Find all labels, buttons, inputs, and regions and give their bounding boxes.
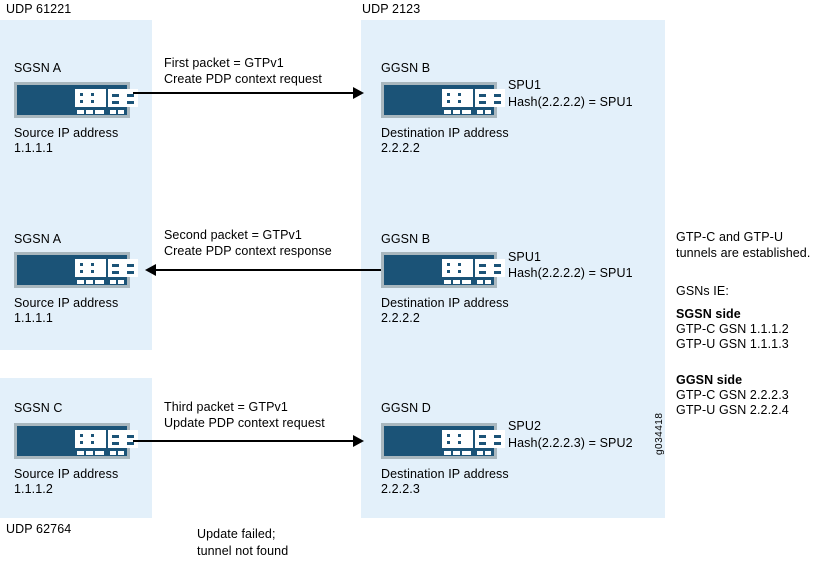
footer-note-line2: tunnel not found xyxy=(197,544,289,558)
node-label-sgsn-a-row2: SGSN A xyxy=(14,232,62,246)
hash-label-row2: Hash(2.2.2.2) = SPU1 xyxy=(508,266,633,280)
footer-note-line1: Update failed; xyxy=(197,527,276,541)
connector-arrowhead-row1 xyxy=(353,87,364,99)
device-icon-sgsn-a-row1 xyxy=(14,82,138,118)
ip-value-row3-left: 1.1.1.2 xyxy=(14,482,53,496)
sgsn-zone-panel-upper xyxy=(0,20,152,350)
side-note-ggsn-side-heading: GGSN side xyxy=(676,373,743,387)
node-label-sgsn-c-row3: SGSN C xyxy=(14,401,63,415)
port-label-left-top: UDP 61221 xyxy=(6,2,72,16)
ip-label-row3-right: Destination IP address xyxy=(381,467,509,481)
hash-label-row3: Hash(2.2.2.3) = SPU2 xyxy=(508,436,633,450)
device-icon-ggsn-b-row2 xyxy=(381,252,505,288)
device-icon-ggsn-d-row3 xyxy=(381,423,505,459)
ip-value-row1-left: 1.1.1.1 xyxy=(14,141,53,155)
port-label-left-bottom: UDP 62764 xyxy=(6,522,72,536)
ip-label-row3-left: Source IP address xyxy=(14,467,119,481)
side-note-tunnel-line1: GTP-C and GTP-U xyxy=(676,230,784,244)
connector-label-row2-line1: Second packet = GTPv1 xyxy=(164,228,302,242)
node-label-ggsn-b-row2: GGSN B xyxy=(381,232,431,246)
spu-label-row3: SPU2 xyxy=(508,419,542,433)
side-note-sgsn-gtpu: GTP-U GSN 1.1.1.3 xyxy=(676,337,789,351)
node-label-ggsn-d-row3: GGSN D xyxy=(381,401,431,415)
ip-label-row2-left: Source IP address xyxy=(14,296,119,310)
connector-label-row3-line2: Update PDP context request xyxy=(164,416,325,430)
connector-label-row1-line1: First packet = GTPv1 xyxy=(164,56,284,70)
ip-value-row2-left: 1.1.1.1 xyxy=(14,311,53,325)
connector-line-row2 xyxy=(156,269,381,271)
ip-label-row1-left: Source IP address xyxy=(14,126,119,140)
connector-label-row3-line1: Third packet = GTPv1 xyxy=(164,400,288,414)
side-note-ggsn-gtpu: GTP-U GSN 2.2.2.4 xyxy=(676,403,789,417)
connector-line-row1 xyxy=(133,92,353,94)
node-label-ggsn-b-row1: GGSN B xyxy=(381,61,431,75)
node-label-sgsn-a-row1: SGSN A xyxy=(14,61,62,75)
figure-id-watermark: g034418 xyxy=(654,412,665,455)
connector-arrowhead-row3 xyxy=(353,435,364,447)
connector-label-row1-line2: Create PDP context request xyxy=(164,72,323,86)
port-label-right-top: UDP 2123 xyxy=(362,2,421,16)
connector-line-row3 xyxy=(133,440,353,442)
connector-arrowhead-row2 xyxy=(145,264,156,276)
side-note-sgsn-gtpc: GTP-C GSN 1.1.1.2 xyxy=(676,322,789,336)
ip-value-row1-right: 2.2.2.2 xyxy=(381,141,420,155)
side-note-tunnel-line2: tunnels are established. xyxy=(676,246,811,260)
ip-label-row1-right: Destination IP address xyxy=(381,126,509,140)
side-note-sgsn-side-heading: SGSN side xyxy=(676,307,741,321)
side-note-ggsn-gtpc: GTP-C GSN 2.2.2.3 xyxy=(676,388,789,402)
spu-label-row1: SPU1 xyxy=(508,78,542,92)
ip-value-row3-right: 2.2.2.3 xyxy=(381,482,420,496)
connector-label-row2-line2: Create PDP context response xyxy=(164,244,332,258)
device-icon-sgsn-c-row3 xyxy=(14,423,138,459)
ip-value-row2-right: 2.2.2.2 xyxy=(381,311,420,325)
ip-label-row2-right: Destination IP address xyxy=(381,296,509,310)
device-icon-ggsn-b-row1 xyxy=(381,82,505,118)
spu-label-row2: SPU1 xyxy=(508,250,542,264)
hash-label-row1: Hash(2.2.2.2) = SPU1 xyxy=(508,95,633,109)
side-note-gsns-ie-heading: GSNs IE: xyxy=(676,284,729,298)
device-icon-sgsn-a-row2 xyxy=(14,252,138,288)
